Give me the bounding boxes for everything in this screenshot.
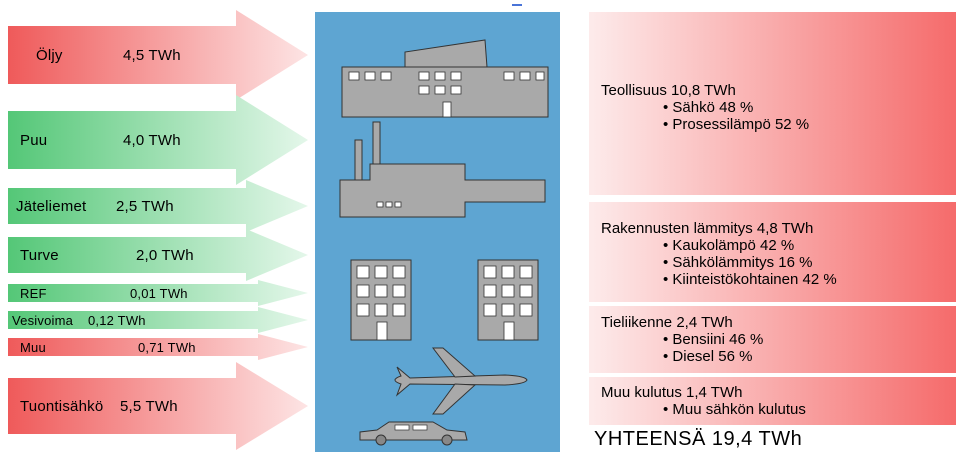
arrow-shape xyxy=(8,334,308,360)
apartment-building-icon xyxy=(477,259,539,341)
arrow-shape xyxy=(8,307,308,333)
consumer-item: • Bensiini 46 % xyxy=(663,331,764,348)
arrow-source-label: Turve xyxy=(20,246,59,264)
consumer-item: • Sähkö 48 % xyxy=(663,99,754,116)
input-arrow-tuontisahko: Tuontisähkö 5,5 TWh xyxy=(8,362,308,450)
input-arrow-turve: Turve 2,0 TWh xyxy=(8,229,308,281)
consumer-box-rakennusten-lammitys: Rakennusten lämmitys 4,8 TWh • Kaukolämp… xyxy=(589,202,956,302)
factory-icon xyxy=(341,39,549,118)
consumer-box-tieliikenne: Tieliikenne 2,4 TWh • Bensiini 46 % • Di… xyxy=(589,306,956,373)
consumer-item: • Sähkölämmitys 16 % xyxy=(663,254,813,271)
arrow-shape xyxy=(8,280,308,306)
consumer-box-teollisuus: Teollisuus 10,8 TWh • Sähkö 48 % • Prose… xyxy=(589,12,956,195)
apartment-building-icon xyxy=(350,259,412,341)
arrow-amount-label: 2,5 TWh xyxy=(116,197,174,215)
car-icon xyxy=(359,421,468,446)
arrow-shape xyxy=(8,180,308,232)
arrow-amount-label: 2,0 TWh xyxy=(136,246,194,264)
consumer-item: • Muu sähkön kulutus xyxy=(663,401,806,418)
arrow-source-label: Jäteliemet xyxy=(16,197,87,215)
arrow-shape xyxy=(8,229,308,281)
arrow-source-label: Öljy xyxy=(36,46,63,64)
input-arrow-vesivoima: Vesivoima 0,12 TWh xyxy=(8,307,308,333)
input-arrow-puu: Puu 4,0 TWh xyxy=(8,95,308,185)
icons-canvas xyxy=(339,39,549,446)
box-background xyxy=(589,12,956,195)
input-arrow-oljy: Öljy 4,5 TWh xyxy=(8,10,308,100)
arrow-source-label: Vesivoima xyxy=(12,312,74,328)
plant-icon xyxy=(339,121,546,218)
consumer-item: • Kiinteistökohtainen 42 % xyxy=(663,271,837,288)
consumer-box-muu-kulutus: Muu kulutus 1,4 TWh • Muu sähkön kulutus xyxy=(589,377,956,425)
arrow-amount-label: 0,01 TWh xyxy=(130,285,188,301)
consumer-title: Teollisuus 10,8 TWh xyxy=(601,82,736,99)
consumer-icons-panel xyxy=(315,12,560,452)
box-background xyxy=(589,202,956,302)
consumer-title: Tieliikenne 2,4 TWh xyxy=(601,314,733,331)
arrow-shape xyxy=(8,95,308,185)
arrow-source-label: Muu xyxy=(20,339,46,355)
consumer-item: • Diesel 56 % xyxy=(663,348,753,365)
input-arrow-muu: Muu 0,71 TWh xyxy=(8,334,308,360)
arrow-amount-label: 0,12 TWh xyxy=(88,312,146,328)
link-underline xyxy=(512,4,522,6)
airplane-icon xyxy=(394,347,528,415)
box-background xyxy=(589,306,956,373)
input-arrow-jateliemet: Jäteliemet 2,5 TWh xyxy=(8,180,308,232)
consumer-item: • Kaukolämpö 42 % xyxy=(663,237,795,254)
arrow-shape xyxy=(8,362,308,450)
box-background xyxy=(589,377,956,425)
arrow-amount-label: 5,5 TWh xyxy=(120,397,178,415)
arrow-amount-label: 0,71 TWh xyxy=(138,339,196,355)
input-arrow-ref: REF 0,01 TWh xyxy=(8,280,308,306)
arrow-source-label: Puu xyxy=(20,131,48,149)
consumer-title: Muu kulutus 1,4 TWh xyxy=(601,384,743,401)
consumer-item: • Prosessilämpö 52 % xyxy=(663,116,810,133)
arrow-amount-label: 4,5 TWh xyxy=(123,46,181,64)
consumer-title: Rakennusten lämmitys 4,8 TWh xyxy=(601,220,814,237)
arrow-source-label: REF xyxy=(20,285,47,301)
arrow-source-label: Tuontisähkö xyxy=(20,397,104,415)
arrow-amount-label: 4,0 TWh xyxy=(123,131,181,149)
total-label: YHTEENSÄ 19,4 TWh xyxy=(594,428,803,450)
arrow-shape xyxy=(8,10,308,100)
